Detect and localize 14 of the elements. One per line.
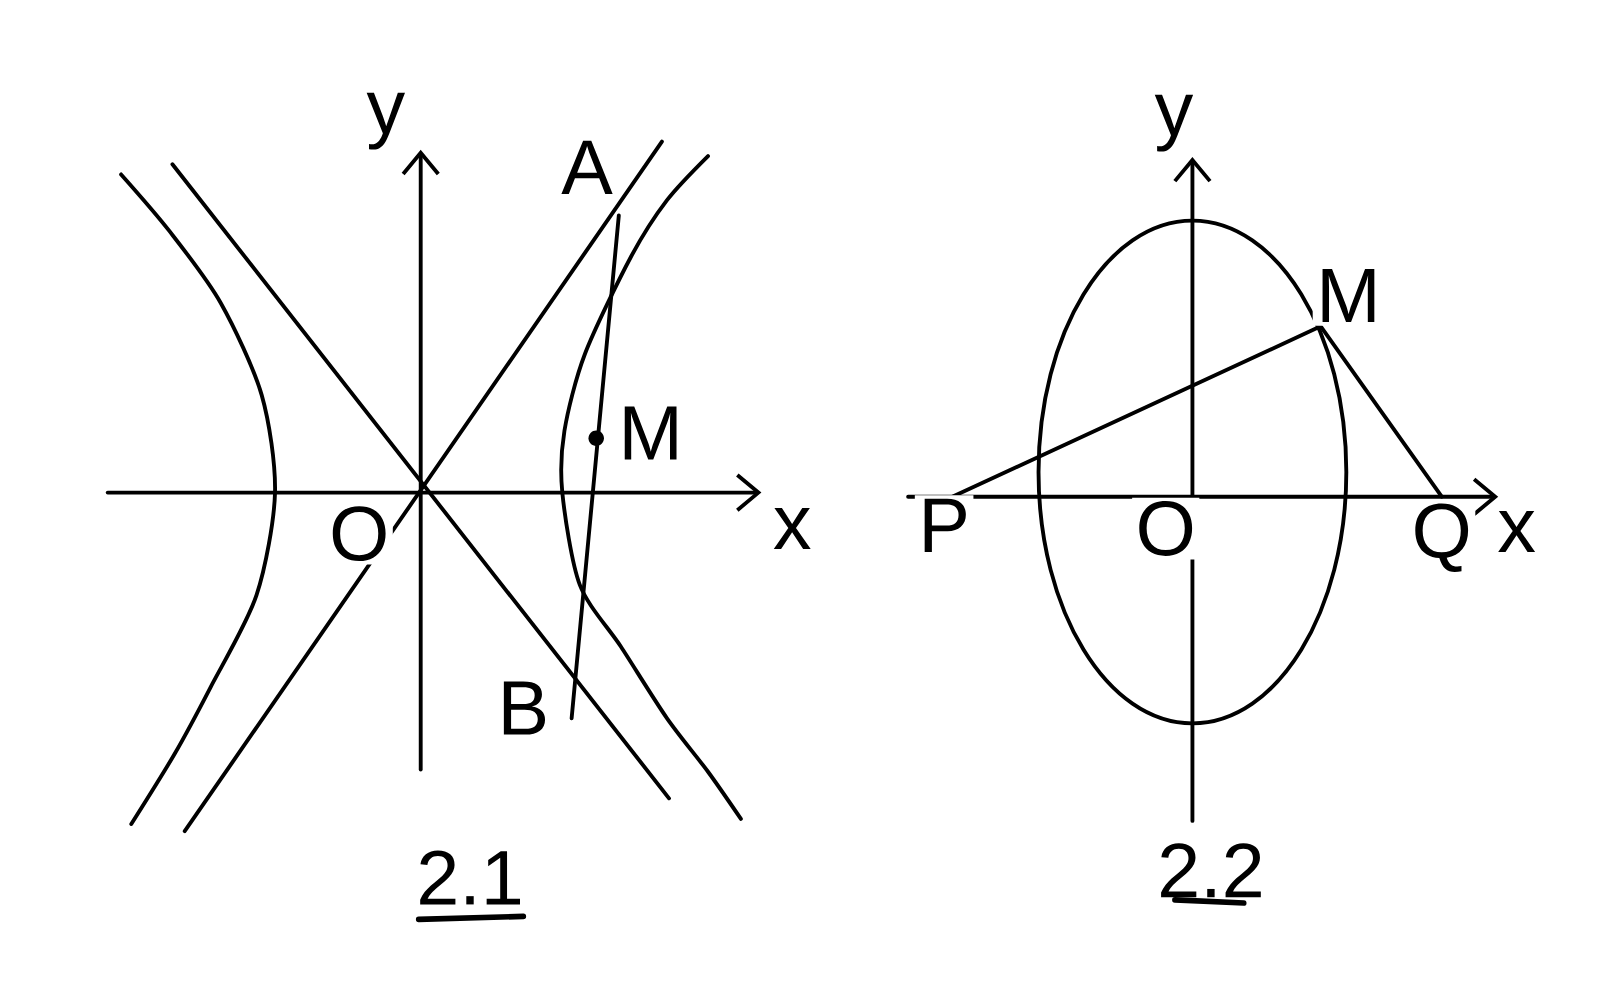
- axis-label: y: [362, 89, 409, 154]
- point-label: A: [557, 137, 617, 198]
- axis-label: x: [1493, 507, 1540, 556]
- axis-label: x: [769, 504, 816, 553]
- point-label: P: [914, 495, 974, 556]
- point-label: M: [614, 403, 687, 464]
- figure-caption: 2.1: [412, 847, 528, 923]
- point-label: O: [1132, 497, 1200, 560]
- point-label: Q: [1408, 500, 1476, 576]
- point-label: B: [494, 678, 553, 739]
- point-label: M: [1312, 265, 1385, 326]
- figure-caption: 2.2: [1153, 839, 1269, 907]
- point-label: O: [325, 502, 393, 565]
- axis-label: y: [1151, 91, 1197, 156]
